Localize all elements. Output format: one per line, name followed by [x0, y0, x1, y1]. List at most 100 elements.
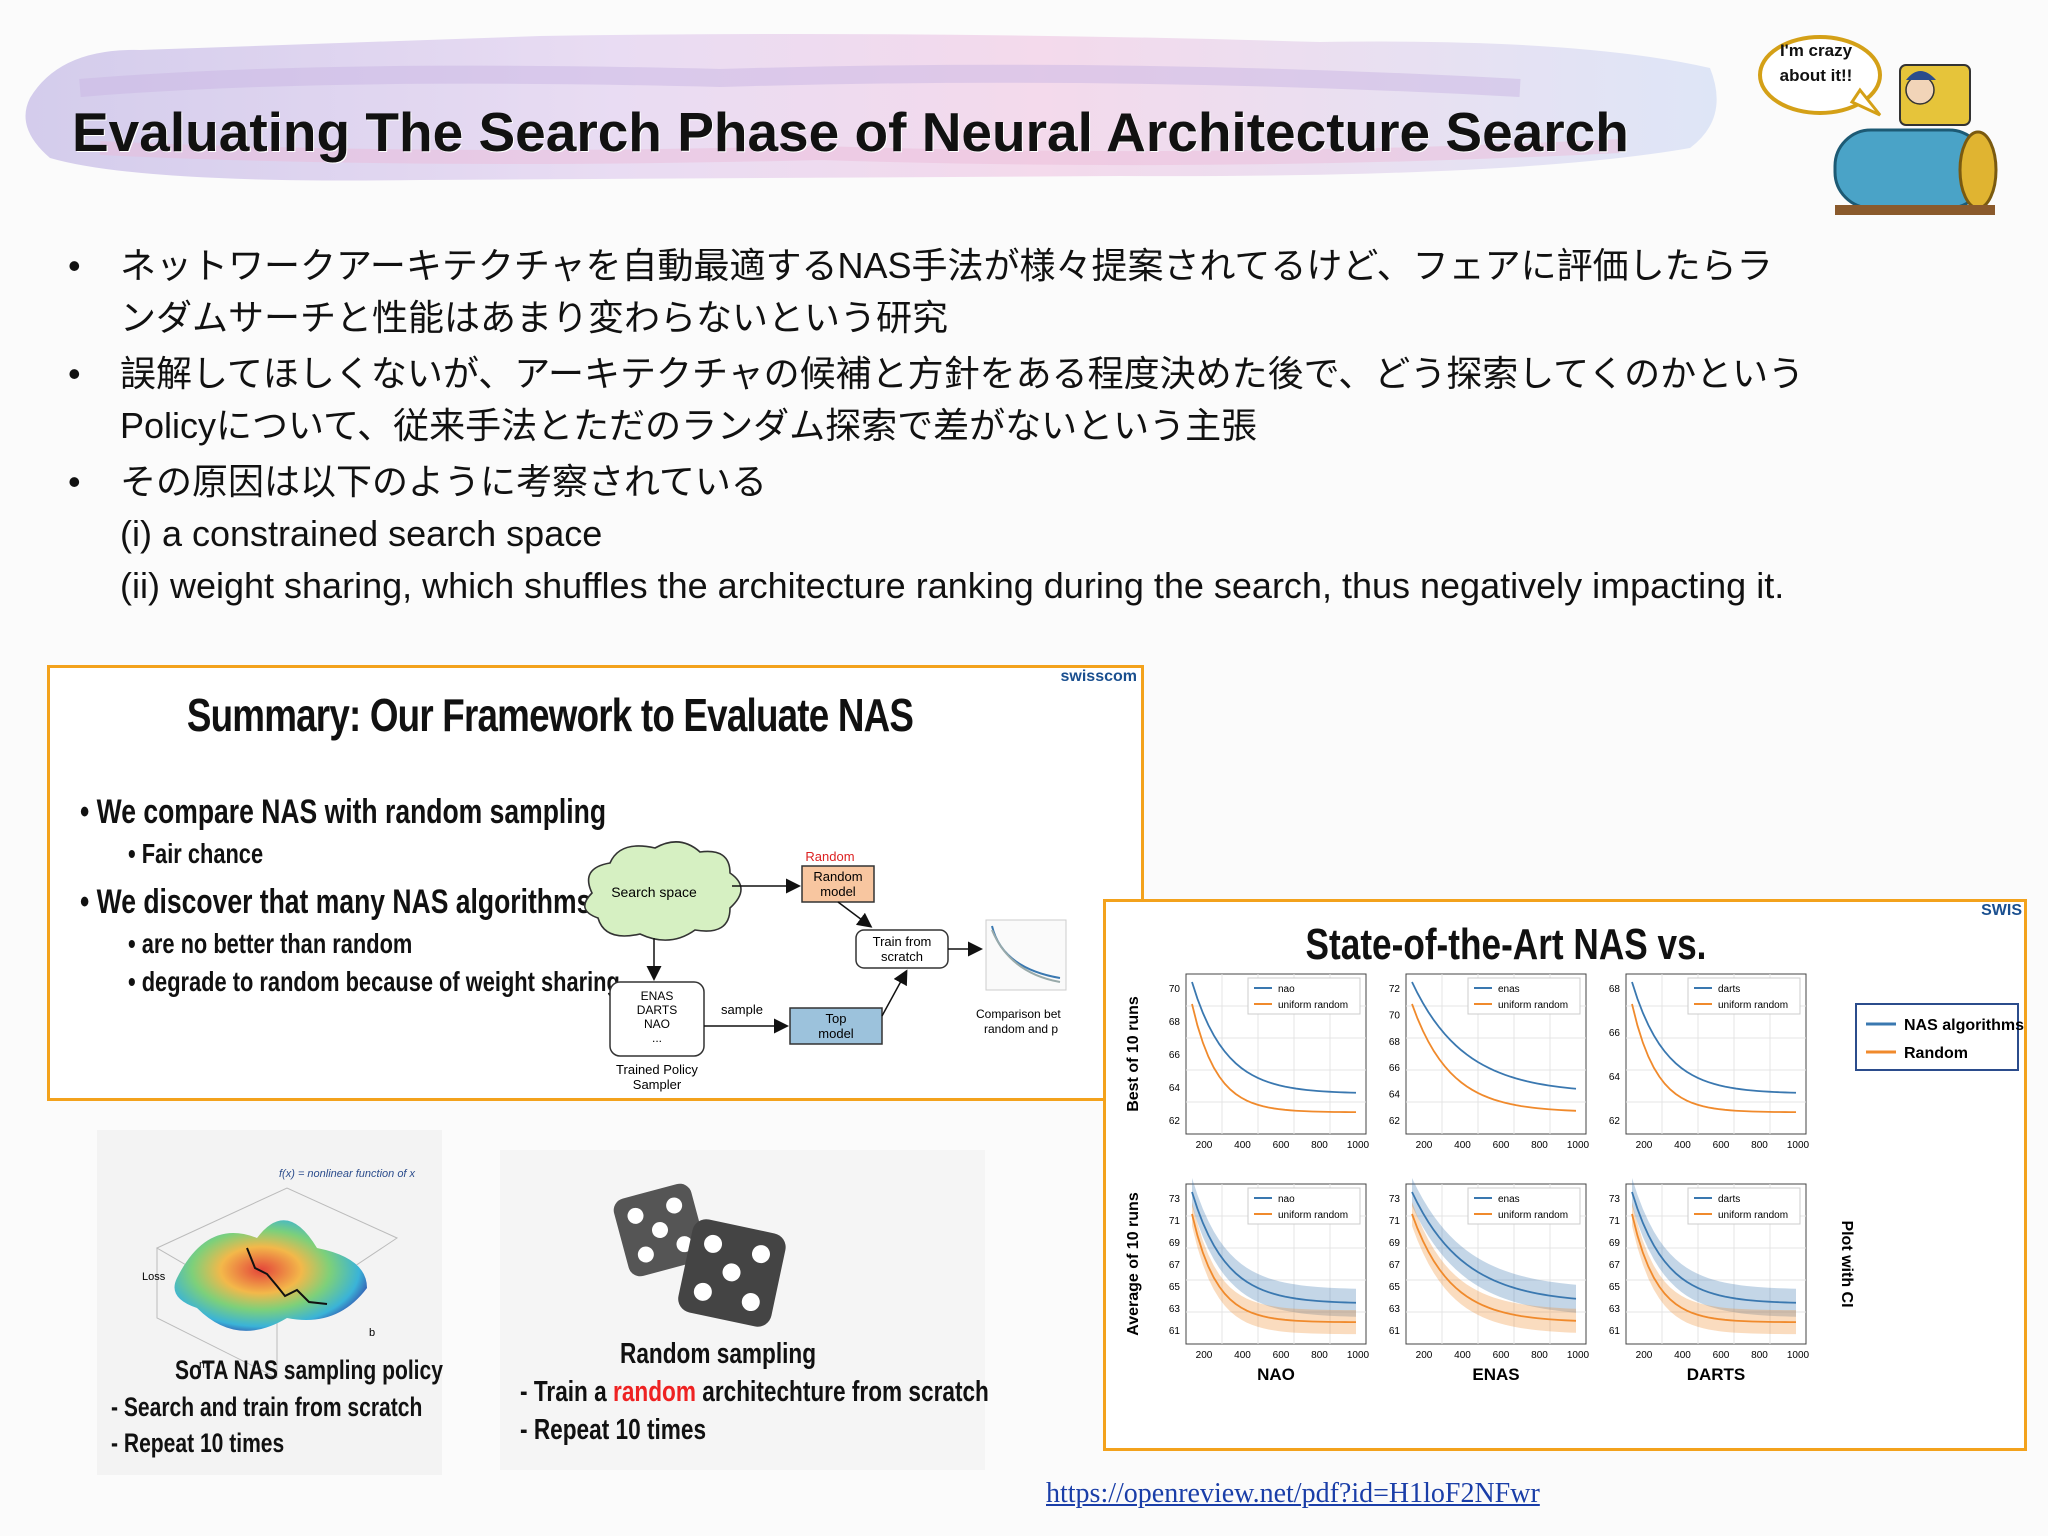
x-tick-label: 1000 — [1787, 1350, 1810, 1361]
title-banner — [25, 34, 1717, 181]
sota-vs-random-panel: SWIS State-of-the-Art NAS vs. Random Bes… — [1103, 899, 2027, 1451]
legend-label: enas — [1498, 984, 1520, 995]
y-tick-label: 72 — [1389, 984, 1401, 995]
x-tick-label: 1000 — [1787, 1140, 1810, 1151]
random-series-line — [1191, 1213, 1357, 1324]
legend-label: uniform random — [1278, 1000, 1348, 1011]
x-tick-label: 600 — [1713, 1140, 1730, 1151]
main-legend-label: Random — [1904, 1045, 1968, 1062]
comparison-thumbnail — [985, 919, 1067, 991]
y-tick-label: 71 — [1169, 1216, 1181, 1227]
summary-framework-panel: swisscom Summary: Our Framework to Evalu… — [47, 665, 1144, 1101]
plot-legend — [1247, 977, 1361, 1015]
top-model-box — [789, 1007, 883, 1045]
mascot-illustration — [1758, 35, 1998, 215]
x-tick-label: 600 — [1493, 1140, 1510, 1151]
random-model-box — [801, 865, 875, 903]
sota-policy-item: - Search and train from scratch — [111, 1392, 423, 1422]
random-series-line — [1411, 1213, 1577, 1322]
nas-series-line — [1411, 981, 1577, 1090]
swisscom-logo: SWIS — [1981, 902, 2022, 919]
bullet-2: • 誤解してほしくないが、アーキテクチャの候補と方針をある程度決めた後で、どう探… — [68, 348, 2008, 452]
y-tick-label: 65 — [1389, 1282, 1401, 1293]
random-sampling-item: - Train a random architechture from scra… — [520, 1376, 989, 1408]
legend-label: darts — [1718, 1194, 1740, 1205]
x-tick-label: 400 — [1454, 1350, 1471, 1361]
y-tick-label: 67 — [1609, 1260, 1621, 1271]
y-tick-label: 71 — [1389, 1216, 1401, 1227]
nas-series-line — [1631, 981, 1797, 1094]
bullet-1: • ネットワークアーキテクチャを自動最適するNAS手法が様々提案されてるけど、フ… — [68, 240, 2008, 344]
x-tick-label: 200 — [1416, 1350, 1433, 1361]
x-tick-label: 1000 — [1347, 1140, 1370, 1151]
nas-confidence-band — [1412, 1178, 1576, 1313]
svg-text:Loss: Loss — [142, 1271, 166, 1283]
nas-series-line — [1191, 981, 1357, 1094]
svg-text:Random: Random — [813, 869, 862, 884]
summary-item: • are no better than random — [128, 928, 413, 959]
nas-confidence-band — [1192, 1178, 1356, 1317]
plot-legend — [1687, 977, 1801, 1015]
x-tick-label: 800 — [1531, 1350, 1548, 1361]
y-tick-label: 73 — [1609, 1194, 1621, 1205]
y-tick-label: 68 — [1169, 1017, 1181, 1028]
trained-policy-sampler-box — [609, 981, 705, 1057]
x-tick-label: 400 — [1674, 1350, 1691, 1361]
y-tick-label: 67 — [1389, 1260, 1401, 1271]
sota-sampling-policy: f(x) = nonlinear function of x Loss m b … — [97, 1130, 443, 1475]
search-space-cloud — [584, 841, 742, 941]
plot-legend — [1467, 1187, 1581, 1225]
legend-label: nao — [1278, 1194, 1295, 1205]
summary-item: • We discover that many NAS algorithms — [80, 883, 592, 921]
x-tick-label: 200 — [1636, 1140, 1653, 1151]
y-tick-label: 70 — [1389, 1010, 1401, 1021]
x-tick-label: 1000 — [1567, 1140, 1590, 1151]
y-tick-label: 61 — [1169, 1326, 1181, 1337]
y-tick-label: 65 — [1609, 1282, 1621, 1293]
y-tick-label: 69 — [1389, 1238, 1401, 1249]
nas-series-line — [1191, 1191, 1357, 1304]
legend-label: darts — [1718, 984, 1740, 995]
y-tick-label: 61 — [1389, 1326, 1401, 1337]
loss-surface-plot: Loss m b — [142, 1187, 399, 1378]
x-tick-label: 200 — [1416, 1140, 1433, 1151]
summary-item: • We compare NAS with random sampling — [80, 793, 607, 831]
speech-bubble-text: I'm crazy about it!! — [1779, 41, 1853, 85]
x-tick-label: 1000 — [1567, 1350, 1590, 1361]
svg-text:b: b — [369, 1327, 375, 1339]
bullet-3: • その原因は以下のように考察されている (i) a constrained s… — [68, 456, 2008, 612]
x-tick-label: 200 — [1196, 1350, 1213, 1361]
row-label: Average of 10 runs — [1125, 1192, 1142, 1336]
side-label: Plot with CI — [1838, 1220, 1855, 1307]
x-tick-label: 800 — [1751, 1140, 1768, 1151]
x-tick-label: 200 — [1636, 1350, 1653, 1361]
y-tick-label: 62 — [1389, 1116, 1401, 1127]
legend-label: enas — [1498, 1194, 1520, 1205]
column-label: ENAS — [1472, 1365, 1519, 1384]
svg-text:Top: Top — [826, 1011, 847, 1026]
y-tick-label: 69 — [1609, 1238, 1621, 1249]
row-label: Best of 10 runs — [1125, 996, 1142, 1112]
svg-text:Trained Policy: Trained Policy — [616, 1062, 698, 1077]
svg-text:DARTS: DARTS — [637, 1003, 677, 1017]
summary-item: • Fair chance — [128, 838, 264, 869]
svg-text:...: ... — [652, 1031, 662, 1045]
bullet-marker: • — [68, 461, 81, 502]
random-sampling-item: - Repeat 10 times — [520, 1414, 707, 1446]
x-tick-label: 200 — [1196, 1140, 1213, 1151]
paper-link[interactable]: https://openreview.net/pdf?id=H1loF2NFwr — [1046, 1478, 1540, 1509]
svg-text:Random: Random — [805, 849, 854, 864]
plot-legend — [1467, 977, 1581, 1015]
summary-title: Summary: Our Framework to Evaluate NAS — [186, 689, 914, 741]
bullet-marker: • — [68, 245, 81, 286]
main-legend-label: NAS algorithms — [1904, 1017, 2024, 1034]
legend-label: uniform random — [1718, 1000, 1788, 1011]
plot-legend — [1247, 1187, 1361, 1225]
plot-legend — [1687, 1187, 1801, 1225]
svg-text:random and p: random and p — [984, 1022, 1058, 1036]
column-label: NAO — [1257, 1365, 1295, 1384]
y-tick-label: 67 — [1169, 1260, 1181, 1271]
svg-text:Sampler: Sampler — [633, 1077, 682, 1092]
y-tick-label: 66 — [1609, 1028, 1621, 1039]
